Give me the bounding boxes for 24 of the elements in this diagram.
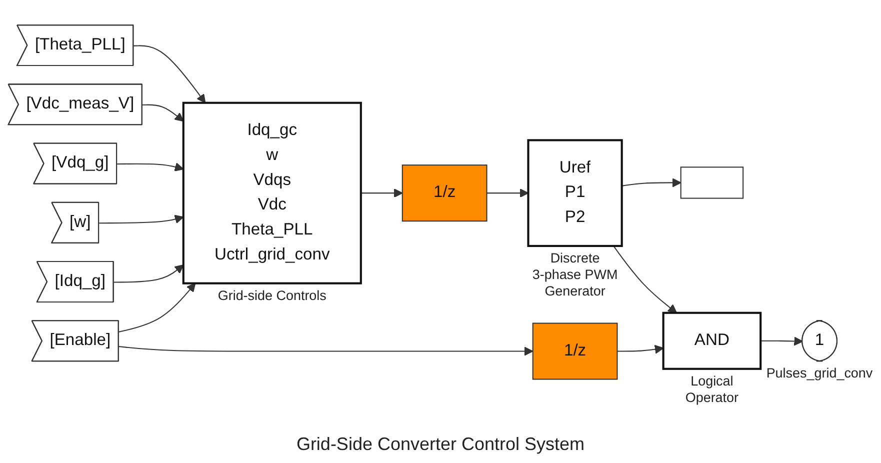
block-label: Grid-side Controls [218,288,326,303]
arrow [613,246,678,314]
node-box [680,166,744,199]
arrow [134,45,206,104]
arrow [118,346,534,356]
arrow [142,104,184,122]
block-label: Logical Operator [685,373,739,406]
arrow [486,188,529,198]
arrow [360,188,403,198]
node-box: Idq_gc w Vdqs Vdc Theta_PLL Uctrl_grid_conv [182,102,362,284]
arrow [760,336,803,346]
arrow [114,264,184,283]
arrow [117,162,184,172]
block-label: Pulses_grid_conv [766,366,873,381]
block-label: Discrete 3-phase PWM Generator [532,250,618,299]
node-box: 1/z [532,322,618,380]
arrow [118,282,196,332]
arrow [99,214,184,224]
arrow [617,344,664,354]
arrow [622,178,682,188]
node-box: 1/z [402,164,488,222]
node-box: Uref P1 P2 [527,139,623,247]
diagram-caption: Grid-Side Converter Control System [296,433,585,456]
node-box: AND [662,312,762,370]
